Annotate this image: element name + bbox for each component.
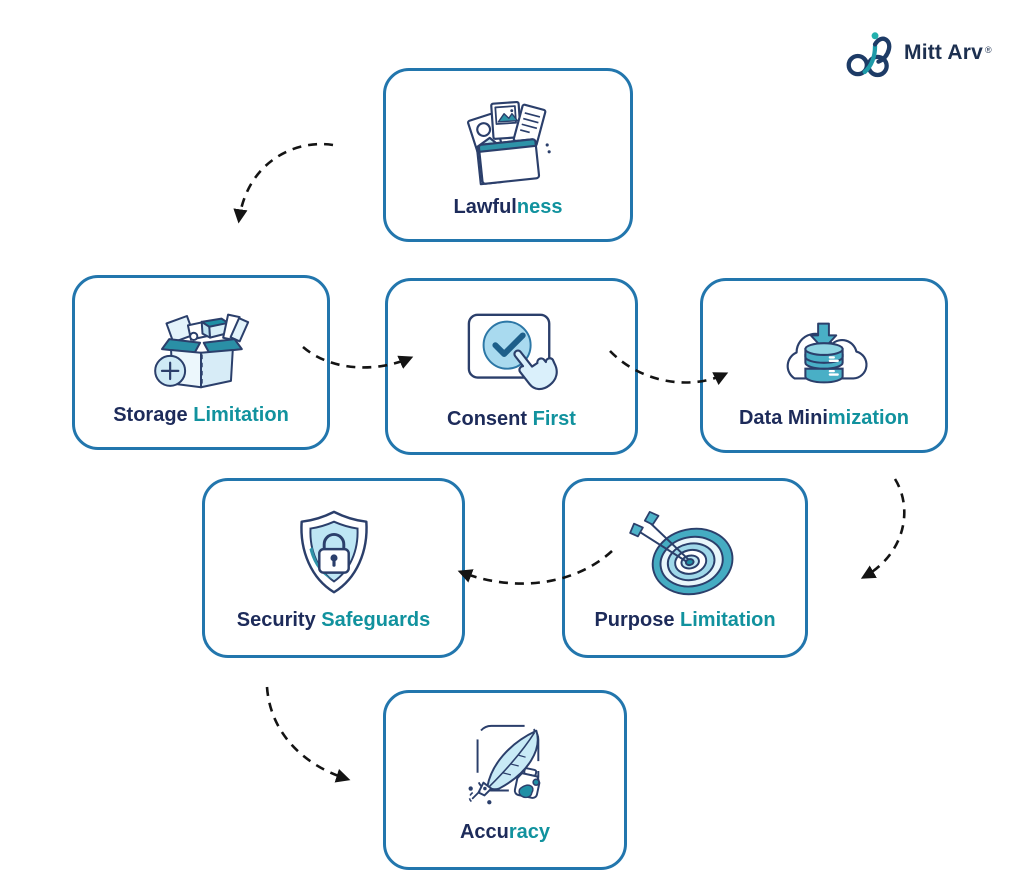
label-part-navy: Accu bbox=[459, 821, 509, 843]
brand-name: Mitt Arv bbox=[904, 41, 983, 64]
quill-ink-icon bbox=[468, 724, 541, 805]
label-part-teal: ness bbox=[516, 196, 563, 218]
checkbox-click-icon bbox=[467, 313, 558, 390]
target-arrows-icon bbox=[629, 510, 734, 596]
label-part-navy: Storage bbox=[113, 403, 194, 426]
label-part-teal: Safeguards bbox=[321, 609, 431, 631]
cloud-database-icon bbox=[786, 322, 868, 383]
overflowing-box-icon bbox=[154, 313, 250, 388]
label-part-teal: racy bbox=[508, 821, 551, 843]
card-consent-first: Consent First bbox=[385, 278, 638, 455]
card-lawfulness: Lawfulness bbox=[383, 68, 633, 242]
card-label-security-safeguards: Security Safeguards bbox=[237, 610, 430, 630]
arrow-security-to-accuracy bbox=[265, 686, 351, 783]
folder-documents-icon bbox=[467, 100, 551, 186]
mitt-arv-logo-icon bbox=[846, 32, 892, 78]
label-part-navy: Lawful bbox=[453, 196, 517, 218]
card-label-data-minimization: Data Minimization bbox=[739, 408, 909, 428]
card-label-accuracy: Accuracy bbox=[460, 822, 550, 842]
shield-lock-icon bbox=[299, 510, 368, 594]
card-label-storage-limitation: Storage Limitation bbox=[113, 405, 289, 425]
label-part-teal: Limitation bbox=[680, 609, 776, 631]
card-label-consent-first: Consent First bbox=[447, 409, 576, 429]
label-part-teal: First bbox=[532, 407, 576, 430]
arrow-lawfulness-to-storage bbox=[233, 142, 334, 224]
card-purpose-limitation: Purpose Limitation bbox=[562, 478, 808, 658]
card-label-lawfulness: Lawfulness bbox=[454, 197, 563, 217]
card-storage-limitation: Storage Limitation bbox=[72, 275, 330, 450]
card-label-purpose-limitation: Purpose Limitation bbox=[594, 610, 775, 630]
label-part-navy: Security bbox=[236, 609, 322, 631]
brand-logo: Mitt Arv® bbox=[843, 28, 992, 78]
label-part-navy: Purpose bbox=[594, 609, 681, 631]
card-security-safeguards: Security Safeguards bbox=[202, 478, 465, 658]
registered-trademark: ® bbox=[985, 44, 992, 55]
arrow-datamin-to-purpose bbox=[860, 478, 906, 579]
card-accuracy: Accuracy bbox=[383, 690, 627, 870]
label-part-teal: Limitation bbox=[193, 403, 289, 426]
card-data-minimization: Data Minimization bbox=[700, 278, 948, 453]
label-part-navy: Consent bbox=[447, 407, 533, 430]
label-part-teal: mization bbox=[827, 406, 910, 429]
label-part-navy: Data Mini bbox=[738, 406, 828, 429]
